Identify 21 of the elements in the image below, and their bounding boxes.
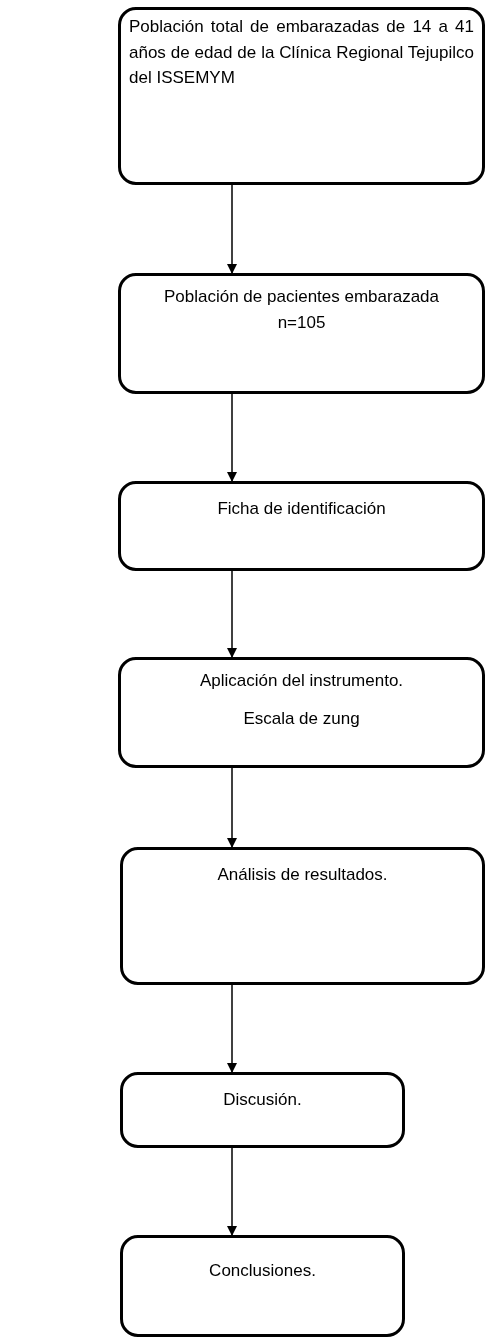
box-text: Discusión. [222,1089,303,1111]
process-box [118,657,485,768]
box-text: Aplicación del instrumento. [198,670,405,692]
process-box [120,1235,405,1337]
box-text: Ficha de identificación [216,498,387,520]
process-box [118,7,485,185]
arrow [227,767,237,848]
box-text: Escala de zung [242,707,361,730]
arrow [227,984,237,1073]
box-text: Conclusiones. [208,1260,317,1282]
box-text: Población de pacientes embarazada n=105 [163,286,440,334]
process-box [120,1072,405,1148]
box-text: Análisis de resultados. [216,864,389,886]
arrow [227,393,237,482]
process-box [120,847,485,985]
box-text: Población total de embarazadas de 14 a 41 años de edad de la Clínica Regional Tejupilco del ISSEMYM [129,16,474,89]
arrow [227,1147,237,1236]
arrow [227,184,237,274]
process-box [118,481,485,571]
process-box [118,273,485,394]
arrow [227,570,237,658]
